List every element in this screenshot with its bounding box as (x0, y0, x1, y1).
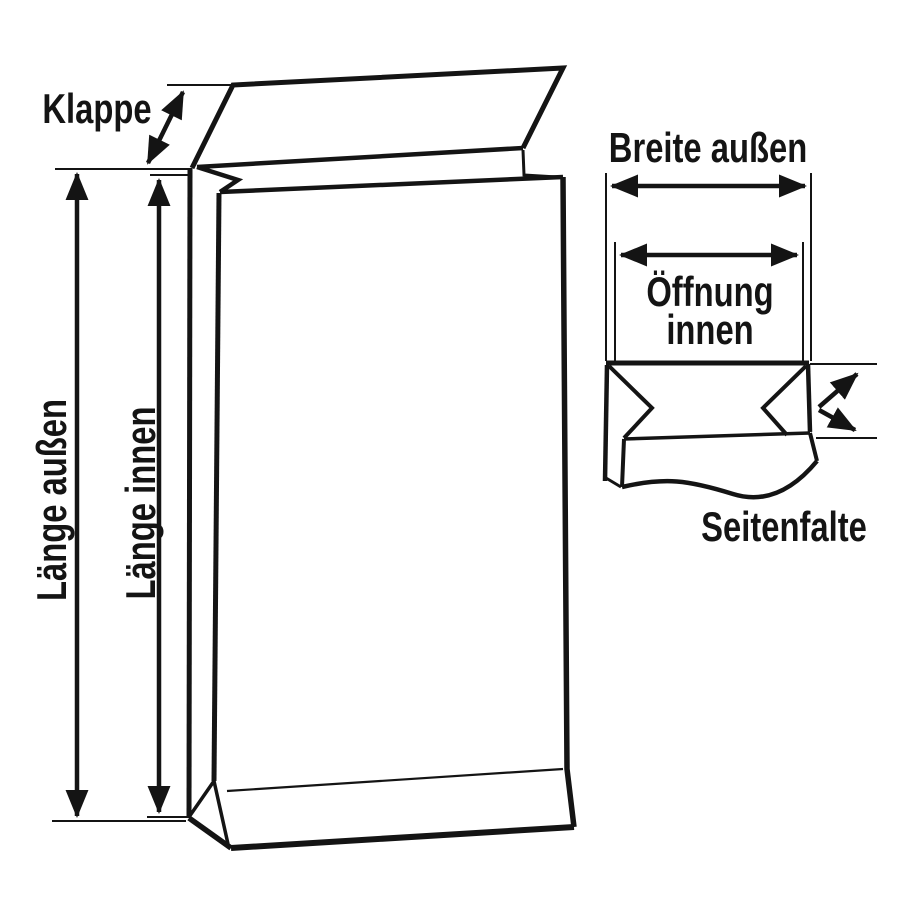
outer-width-label: Breite außen (608, 124, 808, 171)
right-edge (560, 176, 577, 828)
inner-opening-label: Öffnung innen (646, 268, 774, 353)
opening-left-fold (196, 164, 244, 194)
gusset-cross-section (602, 360, 877, 500)
front-top-edge (219, 174, 564, 195)
cross-section-right-edge (805, 363, 813, 433)
left-gusset-fold-triangle (607, 364, 655, 440)
flap-outline (189, 65, 568, 170)
length-dimensions (52, 84, 231, 822)
bottom-gusset-triangle (187, 780, 230, 845)
band-left-edge (620, 438, 626, 488)
flap-dimension-arrow (145, 90, 186, 165)
fold-depth-lower-arrow (817, 407, 857, 432)
flap-label: Klappe (42, 85, 152, 132)
back-left-edge (186, 167, 193, 819)
width-dimensions (605, 173, 812, 361)
band-top-edge (623, 431, 811, 441)
cross-section-left-foot (605, 476, 622, 489)
flap-crease-line (196, 145, 524, 170)
opening-right-fold (521, 149, 558, 179)
inner-opening-label-line2: innen (666, 306, 754, 353)
bottom-left-corner-diagonal (187, 815, 233, 851)
bottom-band-crease-line (226, 767, 564, 793)
outer-length-label: Länge außen (28, 398, 75, 602)
band-right-edge (808, 432, 819, 462)
envelope-drawing (186, 65, 577, 851)
band-wavy-bottom-edge (621, 459, 819, 500)
fold-depth-upper-arrow (817, 372, 859, 409)
bottom-edge (230, 824, 575, 851)
inner-length-label: Länge innen (117, 406, 164, 600)
side-gusset-label: Seitenfalte (701, 503, 867, 550)
inner-opening-label-line1: Öffnung (646, 268, 774, 315)
cross-section-left-edge (602, 364, 610, 482)
right-gusset-fold-triangle (760, 364, 808, 437)
front-left-edge (211, 192, 222, 782)
